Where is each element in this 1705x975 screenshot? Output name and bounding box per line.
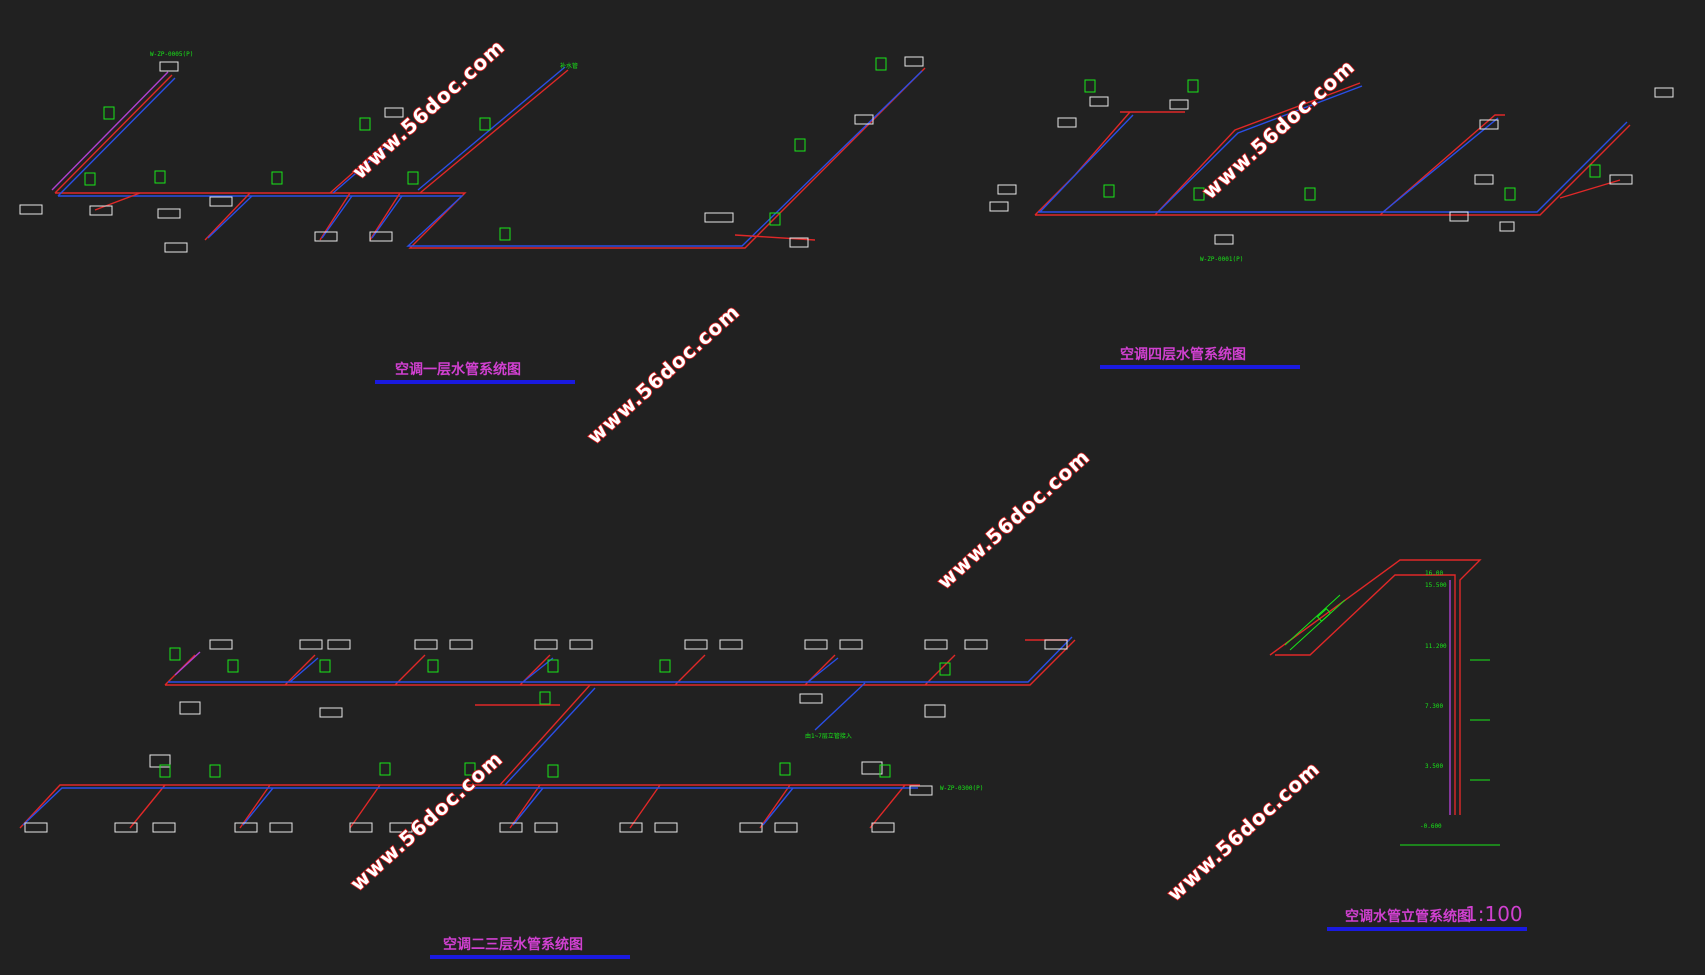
watermark-1: www.56doc.com <box>347 34 509 183</box>
riser-elevation-15500: 15.500 <box>1425 582 1447 589</box>
title-floor4-text: 空调四层水管系统图 <box>1120 346 1246 363</box>
title-riser-text: 空调水管立管系统图 <box>1345 908 1471 925</box>
title-floor4: 空调四层水管系统图 <box>1100 346 1300 369</box>
riser-elevation-1600: 16.00 <box>1425 570 1443 577</box>
riser-elevation-minus0600: -0.600 <box>1420 823 1442 830</box>
svg-text:由1~7层立管接入: 由1~7层立管接入 <box>805 732 852 740</box>
watermark-5: www.56doc.com <box>345 746 507 895</box>
title-floor23-text: 空调二三层水管系统图 <box>443 936 583 953</box>
riser-pipe-diagram: 16.00 15.500 11.200 7.300 3.500 -0.600 <box>1269 559 1500 846</box>
title-floor4-underline <box>1100 365 1300 369</box>
watermark-6: www.56doc.com <box>1162 756 1324 905</box>
floor1-pipe-diagram: W-ZP-0005(P) 补水管 <box>19 51 926 253</box>
svg-text:W-ZP-0001(P): W-ZP-0001(P) <box>1200 256 1243 263</box>
svg-text:W-ZP-0005(P): W-ZP-0005(P) <box>150 51 193 58</box>
title-floor1-text: 空调一层水管系统图 <box>395 361 521 378</box>
title-riser-underline <box>1327 927 1527 931</box>
title-riser-scale: 1:100 <box>1465 902 1523 926</box>
watermarks: www.56doc.com www.56doc.com www.56doc.co… <box>344 34 1360 907</box>
floor4-pipe-diagram: W-ZP-0001(P) <box>989 79 1674 263</box>
title-floor23: 空调二三层水管系统图 <box>430 936 630 959</box>
watermark-4: www.56doc.com <box>932 444 1094 593</box>
riser-elevation-11200: 11.200 <box>1425 643 1447 650</box>
title-floor23-underline <box>430 955 630 959</box>
svg-text:补水管: 补水管 <box>560 62 578 70</box>
svg-text:W-ZP-0300(P): W-ZP-0300(P) <box>940 785 983 792</box>
title-floor1-underline <box>375 380 575 384</box>
floor23-pipe-diagram: W-ZP-0300(P) 由1~7层立管接入 <box>19 636 1076 833</box>
title-riser: 空调水管立管系统图 1:100 <box>1327 902 1527 931</box>
title-floor1: 空调一层水管系统图 <box>375 361 575 384</box>
riser-elevation-3500: 3.500 <box>1425 763 1443 770</box>
riser-elevation-7300: 7.300 <box>1425 703 1443 710</box>
watermark-3: www.56doc.com <box>582 299 744 448</box>
watermark-2: www.56doc.com <box>1197 54 1359 203</box>
